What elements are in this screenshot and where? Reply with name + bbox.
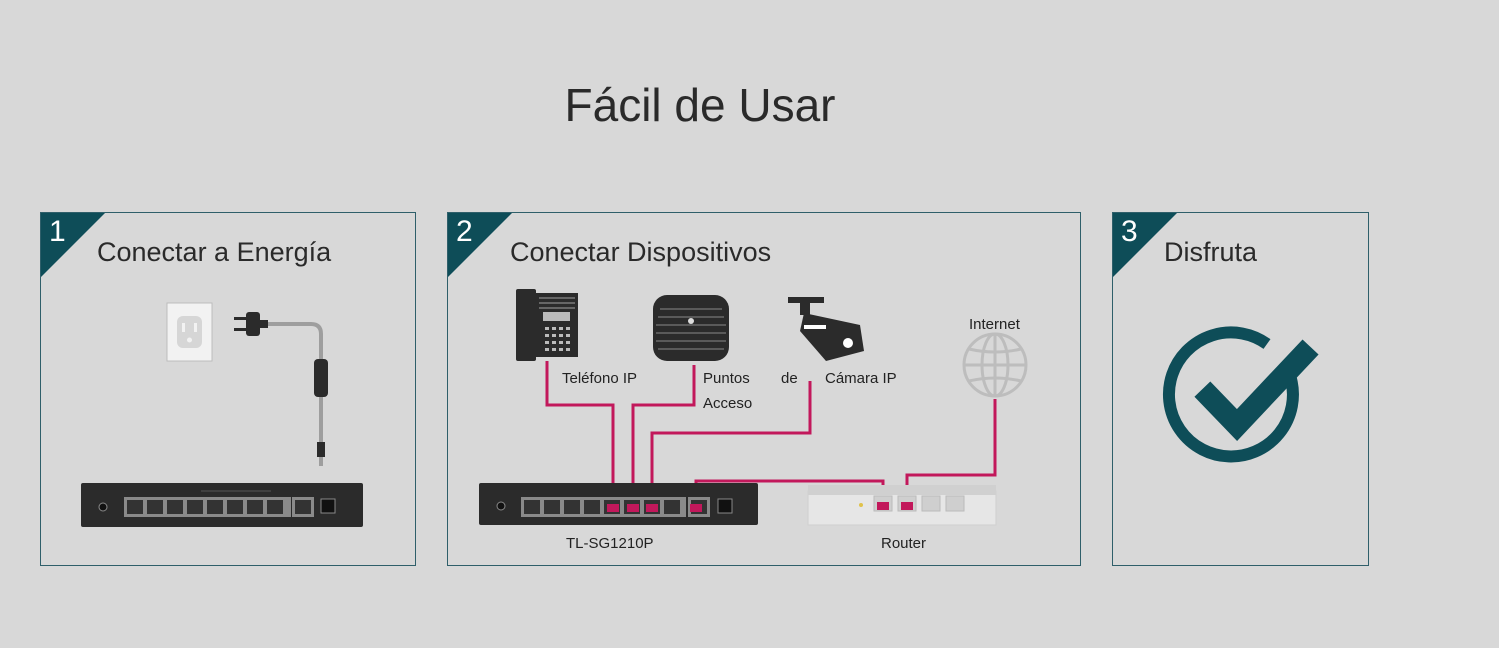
power-plug-icon [234,312,268,336]
network-diagram: Teléfono IP Puntos de Acceso Cámara IP I… [479,289,1028,552]
step-card-enjoy: 3 Disfruta [1112,212,1369,566]
phone-label: Teléfono IP [562,370,637,387]
step-title: Conectar a Energía [97,237,332,267]
camera-label: Cámara IP [825,370,897,387]
step-corner [448,213,512,277]
power-cable [268,322,323,466]
power-illustration [81,302,363,527]
globe-icon [962,332,1028,398]
router-label: Router [881,535,926,552]
power-adapter-icon [314,359,328,397]
access-point-icon [653,295,729,361]
step-title: Conectar Dispositivos [510,237,772,267]
step-number: 2 [456,215,473,248]
step-card-devices: 2 Conectar Dispositivos [447,212,1081,566]
ip-phone-icon [516,289,578,361]
wall-outlet-icon [166,302,213,362]
ap-label-de: de [781,370,798,387]
ip-camera-icon [788,297,864,361]
step-card-power: 1 Conectar a Energía [40,212,416,566]
step-number: 1 [49,215,66,248]
step-corner [1113,213,1177,277]
router-icon [807,485,997,526]
ap-label-line1: Puntos [703,370,750,387]
checkmark-icon [1162,326,1319,463]
step-number: 3 [1121,215,1138,248]
page-title: Fácil de Usar [564,79,836,131]
switch-icon [479,483,758,525]
switch-icon [81,483,363,527]
internet-label: Internet [969,316,1021,333]
step-title: Disfruta [1164,237,1258,267]
ap-label-line2: Acceso [703,395,752,412]
step-corner [41,213,105,277]
switch-label: TL-SG1210P [566,535,654,552]
